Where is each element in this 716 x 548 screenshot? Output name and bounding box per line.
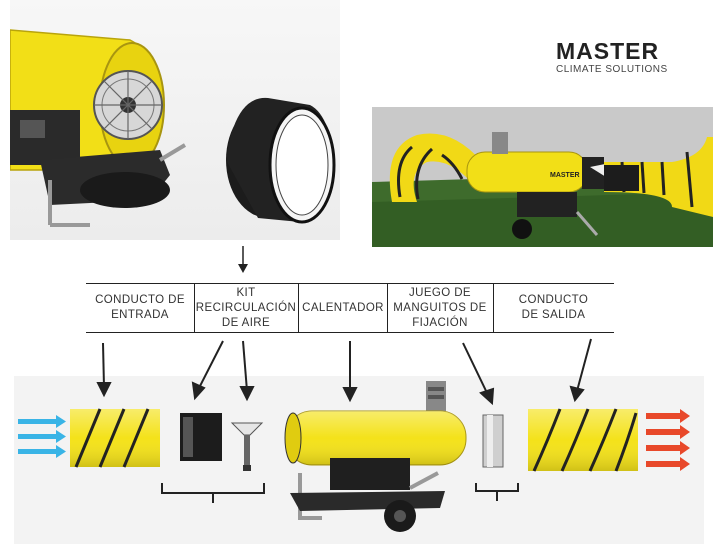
label-inlet-duct: CONDUCTO DE ENTRADA [95,294,185,321]
outflow-arrows-icon [646,409,690,471]
component-labels: CONDUCTO DE ENTRADA KIT RECIRCULACIÓN DE… [86,283,614,333]
recirculation-ring-icon [180,413,222,461]
heater-brand-text: MASTER [550,172,580,179]
inlet-duct-icon [70,408,160,468]
clamp-sleeve-icon [482,414,504,468]
recirculation-funnel-icon [230,422,264,471]
label-outlet-duct: CONDUCTO DE SALIDA [518,294,589,321]
master-logo: MASTER CLIMATE SOLUTIONS [556,38,700,78]
heater-ring-photo [9,0,340,240]
logo-tagline: CLIMATE SOLUTIONS [556,64,668,75]
installed-heater-photo: MASTER [372,107,713,247]
inflow-arrows-icon [18,415,66,458]
heater-unit-icon [284,381,467,532]
outlet-duct-icon [528,408,638,472]
label-heater: CALENTADOR [302,301,384,314]
label-clamp-set: JUEGO DE MANGUITOS DE FIJACIÓN [393,286,487,329]
down-arrow-icon [238,246,248,273]
components-diagram [0,333,716,544]
logo-wordmark: MASTER [556,38,660,64]
label-recirculation-kit: KIT RECIRCULACIÓN DE AIRE [195,286,297,329]
pointer-arrows [96,338,592,406]
grouping-brackets [161,483,519,503]
